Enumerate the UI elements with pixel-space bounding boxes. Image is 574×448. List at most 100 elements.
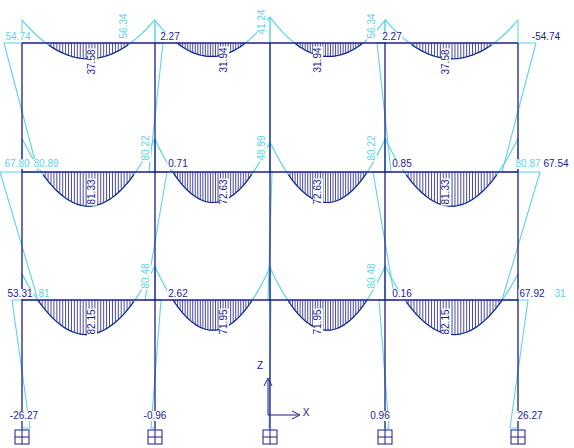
hatch-line bbox=[425, 43, 426, 53]
hatch-line bbox=[469, 300, 470, 331]
hatch-line bbox=[437, 43, 438, 57]
moment-value: -26.27 bbox=[9, 411, 39, 421]
hatch-line bbox=[106, 300, 107, 329]
hatch-line bbox=[230, 300, 231, 324]
moment-value: 26.27 bbox=[516, 411, 543, 421]
hatch-line bbox=[200, 43, 201, 55]
hatch-line bbox=[235, 43, 236, 50]
hatch-line bbox=[358, 300, 359, 312]
hatch-line bbox=[53, 300, 54, 319]
axis-symbol bbox=[264, 378, 300, 419]
hatch-line bbox=[343, 172, 344, 198]
hatch-line bbox=[103, 300, 104, 330]
hatch-line bbox=[419, 172, 420, 191]
hatch-line bbox=[100, 300, 101, 332]
hatch-line bbox=[195, 172, 196, 197]
hatch-line bbox=[466, 172, 467, 203]
positive-moment-curve bbox=[173, 301, 251, 331]
hatch-line bbox=[452, 172, 453, 206]
column bbox=[21, 43, 22, 428]
moment-value: 82.15 bbox=[441, 308, 451, 335]
moment-value: 80.22 bbox=[367, 134, 377, 161]
moment-value: 0.85 bbox=[391, 159, 412, 169]
hatch-line bbox=[437, 300, 438, 331]
hatch-line bbox=[330, 300, 331, 330]
hatch-line bbox=[355, 300, 356, 315]
hatch-line bbox=[205, 172, 206, 201]
hatch-line bbox=[121, 43, 122, 49]
hatch-line bbox=[490, 172, 491, 183]
hatch-line bbox=[416, 172, 417, 188]
axis-label: Z bbox=[256, 361, 264, 371]
hatch-line bbox=[297, 300, 298, 313]
hatch-line bbox=[472, 43, 473, 55]
moment-curve bbox=[155, 17, 270, 56]
support-line bbox=[378, 437, 392, 438]
hatch-line bbox=[338, 300, 339, 328]
hatch-line bbox=[310, 172, 311, 197]
hatch-line bbox=[297, 172, 298, 186]
hatch-line bbox=[472, 300, 473, 329]
hatch-line bbox=[419, 43, 420, 50]
x-axis bbox=[268, 415, 298, 416]
hatch-line bbox=[59, 172, 60, 194]
moment-value: 0.96 bbox=[369, 411, 390, 421]
hatch-line bbox=[190, 300, 191, 321]
hatch-line bbox=[343, 43, 344, 54]
positive-moment-curve bbox=[288, 301, 366, 331]
hatch-line bbox=[484, 172, 485, 190]
support-line bbox=[518, 428, 519, 444]
hatch-line bbox=[100, 172, 101, 204]
hatch-line bbox=[469, 43, 470, 56]
hatch-line bbox=[305, 43, 306, 50]
hatch-line bbox=[428, 300, 429, 325]
hatch-line bbox=[195, 300, 196, 324]
hatch-line bbox=[80, 172, 81, 205]
hatch-line bbox=[207, 300, 208, 330]
hatch-line bbox=[212, 172, 213, 203]
support-line bbox=[148, 437, 162, 438]
moment-value: 80.48 bbox=[367, 262, 377, 289]
hatch-line bbox=[207, 172, 208, 202]
column-moment-diagram bbox=[502, 43, 536, 172]
hatch-line bbox=[484, 43, 485, 49]
hatch-line bbox=[71, 43, 72, 56]
hatch-line bbox=[437, 172, 438, 203]
hatch-line bbox=[238, 172, 239, 191]
hatch-line bbox=[340, 43, 341, 55]
moment-value: 2.27 bbox=[381, 32, 402, 42]
hatch-line bbox=[419, 300, 420, 318]
hatch-line bbox=[487, 172, 488, 187]
hatch-line bbox=[431, 300, 432, 327]
moment-value: 56.34 bbox=[367, 12, 377, 39]
hatch-line bbox=[97, 300, 98, 333]
hatch-line bbox=[83, 300, 84, 334]
arrowhead bbox=[264, 378, 272, 386]
hatch-line bbox=[80, 43, 81, 58]
column-moment-diagram bbox=[377, 43, 391, 172]
column-moment-diagram bbox=[379, 300, 389, 428]
hatch-line bbox=[192, 300, 193, 323]
hatch-line bbox=[200, 172, 201, 199]
hatch-line bbox=[463, 172, 464, 204]
hatch-line bbox=[56, 300, 57, 322]
hatch-line bbox=[103, 172, 104, 203]
column bbox=[384, 43, 385, 428]
moment-value: -0.96 bbox=[143, 411, 168, 421]
hatch-line bbox=[335, 172, 336, 201]
hatch-line bbox=[50, 172, 51, 185]
hatch-line bbox=[127, 300, 128, 310]
hatch-line bbox=[333, 43, 334, 56]
hatch-line bbox=[327, 43, 328, 56]
moment-value: 31.94 bbox=[219, 46, 229, 73]
hatch-line bbox=[127, 172, 128, 183]
hatch-line bbox=[80, 300, 81, 334]
support-line bbox=[270, 428, 271, 444]
hatch-line bbox=[180, 172, 181, 182]
hatch-line bbox=[463, 300, 464, 333]
hatch-line bbox=[62, 300, 63, 326]
hatch-line bbox=[207, 43, 208, 56]
hatch-line bbox=[210, 300, 211, 330]
support-line bbox=[15, 437, 29, 438]
positive-moment-curve bbox=[178, 44, 245, 57]
